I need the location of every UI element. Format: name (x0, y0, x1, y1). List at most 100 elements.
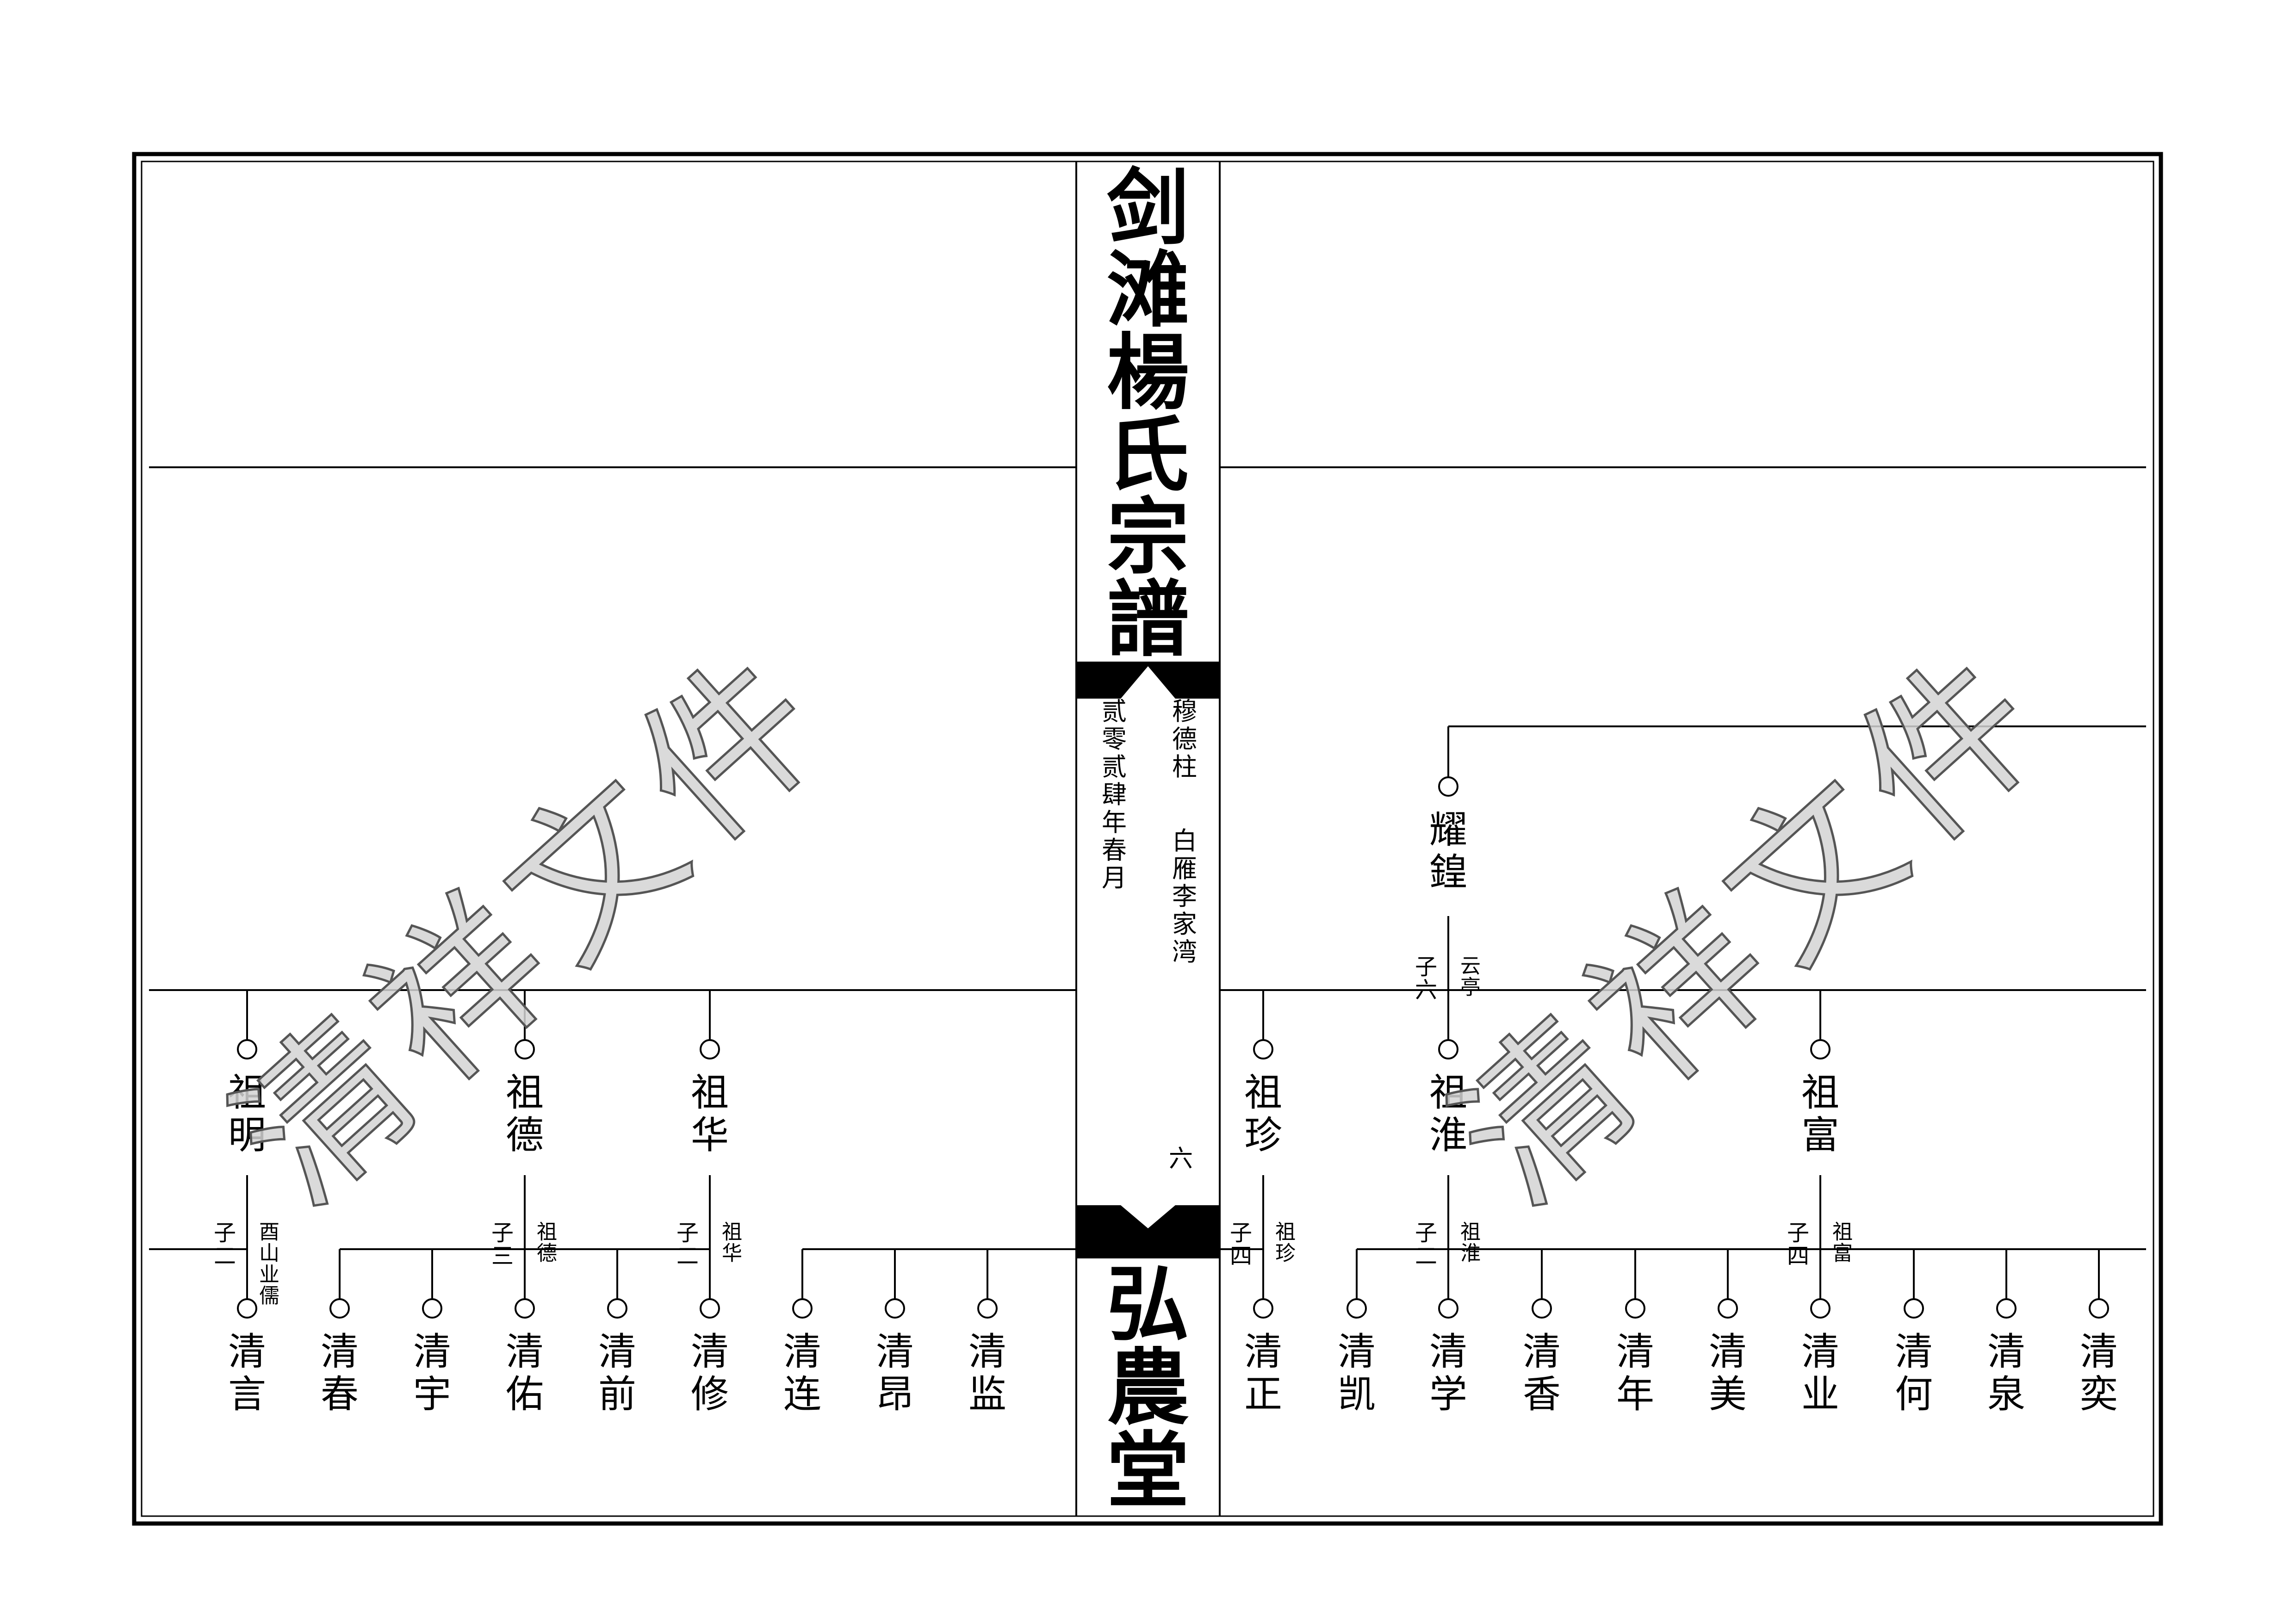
left-father-1-count-char: 三 (491, 1243, 514, 1269)
left-father-0-child-1-name: 清春 (321, 1330, 359, 1417)
left-father-2-child-2-name-char: 昂 (876, 1373, 914, 1417)
right-father-0-name-char: 祖 (1244, 1071, 1282, 1115)
right-father-2-name-char: 富 (1801, 1114, 1839, 1158)
right-ancestor-count: 子六 (1415, 954, 1437, 1003)
left-father-2-count-char: 二 (676, 1243, 699, 1269)
left-father-1-child-0-node (515, 1298, 535, 1319)
left-father-0-note-char: 业 (259, 1263, 279, 1286)
right-father-2-note-char: 富 (1832, 1241, 1853, 1265)
right-father-2-child-1-name-char: 清 (1895, 1330, 1933, 1374)
right-father-1-name-char: 淮 (1429, 1114, 1467, 1158)
spine-date-text-char: 年 (1102, 808, 1127, 837)
right-father-0-child-1-name: 清凯 (1338, 1330, 1376, 1417)
right-ancestor-note: 云亭 (1460, 954, 1481, 999)
right-father-1-child-1-node (1532, 1298, 1552, 1319)
inner-border (141, 161, 2154, 1517)
left-father-2-child-2-name: 清昂 (876, 1330, 914, 1417)
right-father-1-child-1-name-char: 香 (1523, 1373, 1561, 1417)
tree-nodes (237, 776, 2109, 1319)
left-father-0-note-char: 酉 (259, 1220, 279, 1244)
right-father-0-note-char: 珍 (1275, 1241, 1296, 1265)
right-father-1-child-0-node (1438, 1298, 1458, 1319)
left-father-1-note: 祖德 (537, 1220, 557, 1265)
spine-location-text-char: 家 (1172, 910, 1197, 939)
right-father-2-child-3-node (2089, 1298, 2109, 1319)
left-father-2-note: 祖华 (722, 1220, 742, 1265)
spine-compiler-text-char: 柱 (1172, 752, 1197, 781)
right-father-0-node (1253, 1039, 1273, 1059)
right-father-0-child-0-name-char: 清 (1244, 1330, 1282, 1374)
left-father-0-child-1-node (329, 1298, 350, 1319)
spine-title-text-char: 宗 (1107, 489, 1189, 585)
upper-fishtail (1076, 662, 1220, 699)
spine-date-text-char: 贰 (1102, 752, 1127, 781)
tree-text: 祖明子二酉山业儒清言清春清宇祖德子三祖德清佑清前祖华子二祖华清修清连清昂清监耀鍠… (214, 808, 2118, 1417)
left-father-0-child-0-name-char: 清 (228, 1330, 266, 1374)
left-father-2-count: 子二 (676, 1220, 699, 1269)
left-father-1-count: 子三 (491, 1220, 514, 1269)
right-father-1-child-1-name-char: 清 (1523, 1330, 1561, 1374)
right-father-2-child-2-name-char: 清 (1987, 1330, 2025, 1374)
left-father-2-child-0-name-char: 清 (691, 1330, 729, 1374)
left-father-0-name-char: 祖 (228, 1071, 266, 1115)
right-ancestor-name-char: 鍠 (1429, 851, 1467, 895)
spine-date-text-char: 零 (1102, 725, 1127, 754)
left-father-1-child-1-name: 清前 (598, 1330, 636, 1417)
right-ancestor-note-char: 云 (1460, 954, 1481, 978)
right-father-1-child-0-name-char: 学 (1429, 1373, 1467, 1417)
spine-page-number: 六 (1169, 1145, 1193, 1173)
outer-border (132, 152, 2163, 1526)
left-father-2-child-3-name-char: 清 (968, 1330, 1006, 1374)
lower-fishtail (1076, 1205, 1220, 1258)
spine-title-text-char: 剑 (1107, 159, 1189, 256)
spine-compiler: 穆德柱 (1172, 697, 1197, 781)
spine-hall: 弘農堂 (1107, 1256, 1189, 1519)
right-father-1-child-0-name-char: 清 (1429, 1330, 1467, 1374)
left-father-0-child-2-name: 清宇 (413, 1330, 451, 1417)
right-father-2-child-1-name-char: 何 (1895, 1373, 1933, 1417)
right-father-0-count-char: 子 (1230, 1220, 1252, 1246)
right-father-2-child-1-node (1904, 1298, 1924, 1319)
spine-compiler-text: 穆德柱 (1172, 697, 1197, 781)
left-father-0-node (237, 1039, 257, 1059)
right-father-2-count-char: 四 (1787, 1243, 1809, 1269)
left-father-2-note-char: 祖 (722, 1220, 742, 1244)
right-father-1-child-3-name-char: 清 (1709, 1330, 1747, 1374)
right-father-2-child-3-name: 清奕 (2080, 1330, 2118, 1417)
right-father-1-node (1438, 1039, 1458, 1059)
tree-lines (149, 725, 2146, 1299)
right-father-1-count-char: 子 (1415, 1220, 1437, 1246)
left-father-0-child-2-name-char: 宇 (413, 1373, 451, 1417)
right-father-1-note-char: 祖 (1460, 1220, 1481, 1244)
spine-hall-text-char: 堂 (1107, 1422, 1189, 1519)
spine-title-text-char: 楊 (1107, 324, 1189, 421)
right-ancestor-count-char: 六 (1415, 977, 1437, 1003)
left-father-0-child-1-name-char: 春 (321, 1373, 359, 1417)
page-frame (132, 152, 2163, 1526)
left-father-2-child-3-node (977, 1298, 998, 1319)
left-father-1-name: 祖德 (506, 1071, 544, 1158)
right-father-2-count-char: 子 (1787, 1220, 1809, 1246)
left-father-2-child-1-name-char: 清 (783, 1330, 821, 1374)
right-father-2-count: 子四 (1787, 1220, 1809, 1269)
left-father-1-note-char: 德 (537, 1241, 557, 1265)
right-ancestor-note-char: 亭 (1460, 975, 1481, 999)
right-father-2-child-3-name-char: 奕 (2080, 1373, 2118, 1417)
right-father-1-child-3-name-char: 美 (1709, 1373, 1747, 1417)
right-father-1-child-2-node (1625, 1298, 1645, 1319)
left-father-2-note-char: 华 (722, 1241, 742, 1265)
right-father-1-note: 祖淮 (1460, 1220, 1481, 1265)
right-father-2-child-2-name-char: 泉 (1987, 1373, 2025, 1417)
right-father-2-name-char: 祖 (1801, 1071, 1839, 1115)
left-father-2-name: 祖华 (691, 1071, 729, 1158)
right-father-1-child-3-node (1718, 1298, 1738, 1319)
left-father-2-count-char: 子 (676, 1220, 699, 1246)
left-father-0-note-char: 山 (259, 1241, 279, 1265)
